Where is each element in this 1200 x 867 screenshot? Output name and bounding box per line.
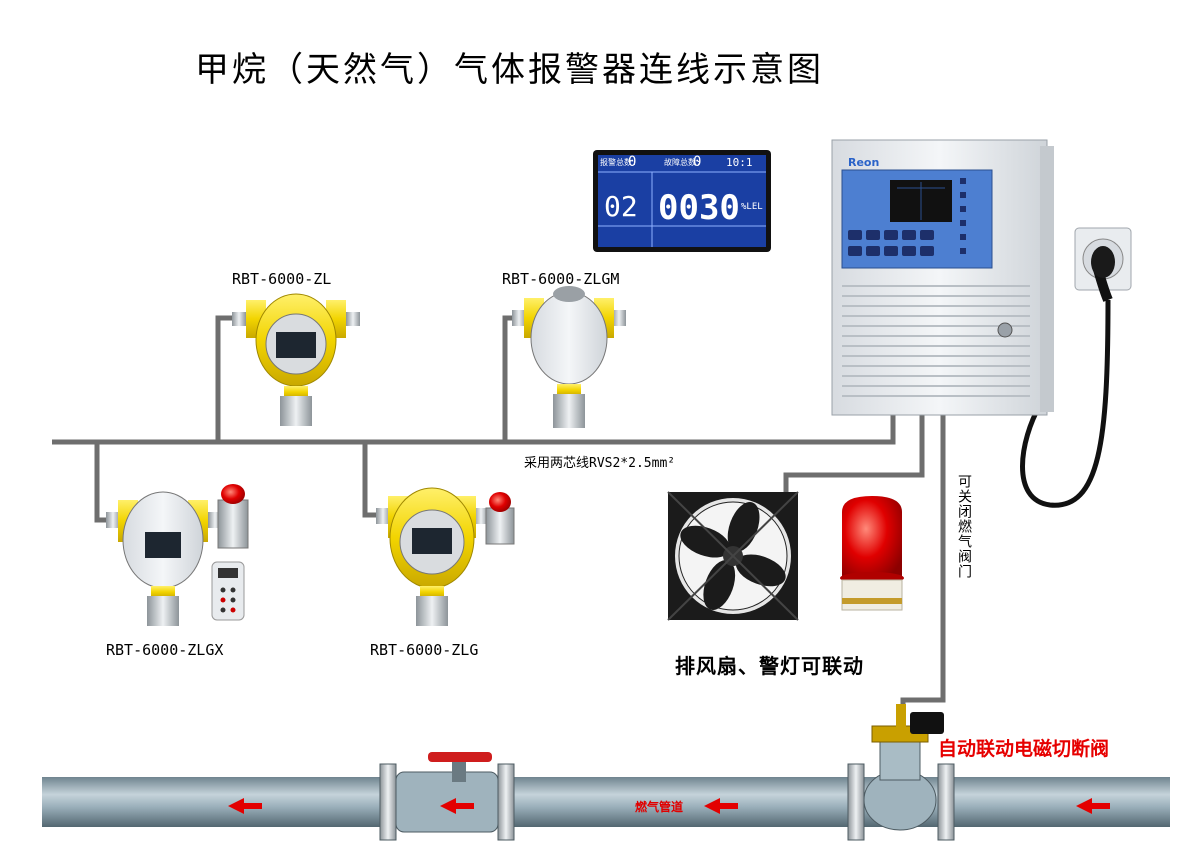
wire-zlg <box>362 442 380 518</box>
flow-arrows <box>228 798 1110 814</box>
detector-zlgm <box>512 286 626 428</box>
power-socket <box>1074 227 1132 302</box>
bus-wire <box>52 410 896 445</box>
solenoid-valve-label: 自动联动电磁切断阀 <box>938 738 1110 760</box>
label-rbt-6000-zlgm: RBT-6000-ZLGM <box>502 270 620 288</box>
lcd-channel-value: 02 <box>604 190 638 223</box>
detector-zlg <box>376 487 515 626</box>
lcd-top-value-b: 0 <box>693 154 702 170</box>
lcd-top-label-b: 故障总数: <box>664 158 701 167</box>
alarm-controller <box>831 139 1054 416</box>
lcd-top-value-c: 10:1 <box>726 156 753 169</box>
wire-zlgm <box>502 315 518 442</box>
exhaust-fan <box>667 491 799 621</box>
lcd-panel <box>593 150 771 252</box>
wire-zlgx <box>94 442 110 523</box>
valve-close-label: 可关闭燃气阀门 <box>956 474 972 579</box>
detector-zl <box>232 293 360 426</box>
lcd-top-label-a: 报警总数: <box>600 158 637 167</box>
lcd-concentration-value: 0030 <box>658 188 740 228</box>
gas-pipe <box>42 704 1170 841</box>
power-cable <box>1020 299 1111 508</box>
label-rbt-6000-zlg: RBT-6000-ZLG <box>370 641 479 659</box>
wire-zl <box>215 315 236 442</box>
pipe-label: 燃气管道 <box>635 800 684 814</box>
wire-fan <box>783 410 925 494</box>
lcd-top-value-a: 0 <box>628 154 637 170</box>
diagram-title: 甲烷（天然气）气体报警器连线示意图 <box>195 50 824 90</box>
label-rbt-6000-zlgx: RBT-6000-ZLGX <box>106 641 224 659</box>
controller-brand: Reon <box>848 156 880 169</box>
warning-beacon <box>840 496 904 611</box>
detector-zlgx <box>106 484 249 626</box>
linkage-label: 排风扇、警灯可联动 <box>675 654 864 678</box>
lcd-unit: %LEL <box>741 202 763 212</box>
wire-spec-label: 采用两芯线RVS2*2.5mm² <box>524 456 676 471</box>
label-rbt-6000-zl: RBT-6000-ZL <box>232 270 332 288</box>
